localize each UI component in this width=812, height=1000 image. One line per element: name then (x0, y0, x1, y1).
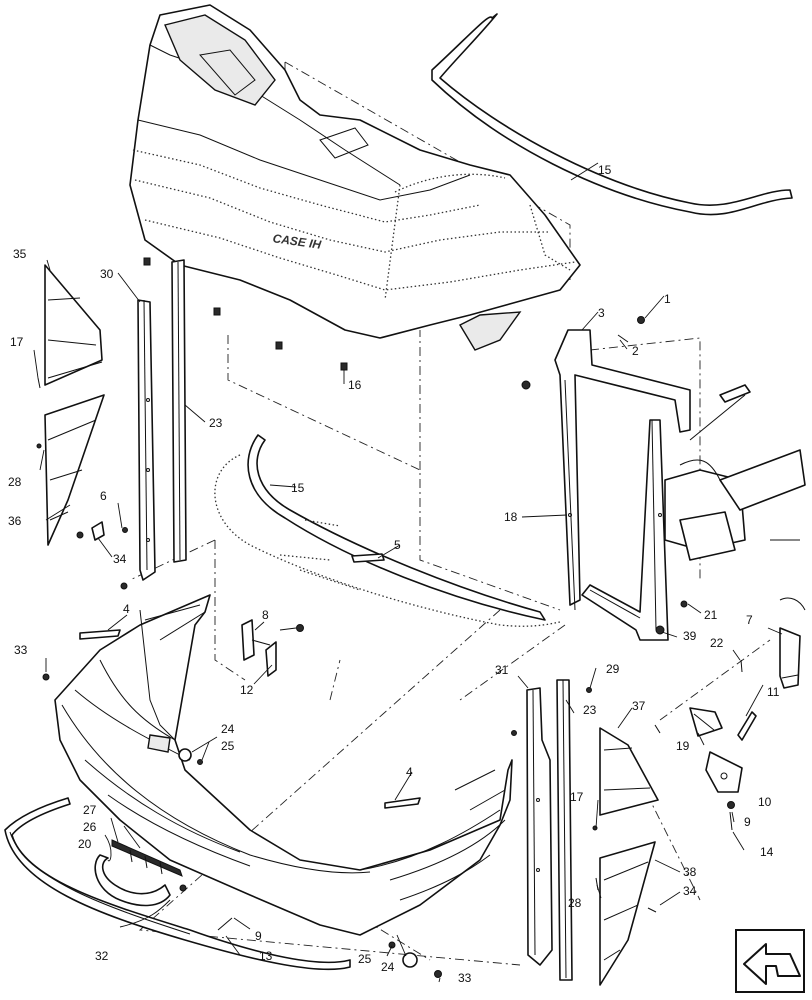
callout-3: 3 (598, 306, 605, 320)
center-trim-strip (214, 434, 561, 627)
left-lower-panel (44, 394, 105, 546)
callout-35: 35 (13, 247, 27, 261)
nav-arrow-button[interactable] (735, 929, 805, 993)
callout-14: 14 (760, 845, 774, 859)
callout-20: 20 (78, 837, 92, 851)
callout-15-center: 15 (291, 481, 305, 495)
callout-7: 7 (746, 613, 753, 627)
callout-23-left: 23 (209, 416, 223, 430)
callout-17-left: 17 (10, 335, 24, 349)
callout-24-bottom: 24 (381, 960, 395, 974)
bumper-strip (111, 839, 187, 892)
callout-6: 6 (100, 489, 107, 503)
callout-33-left: 33 (14, 643, 28, 657)
callout-4-left: 4 (123, 602, 130, 616)
left-bracket (137, 299, 156, 581)
callout-17-right: 17 (570, 790, 584, 804)
right-small-parts (586, 600, 801, 831)
callout-12: 12 (240, 683, 254, 697)
bottom-skid-strip (4, 797, 351, 971)
callout-13: 13 (259, 949, 273, 963)
callout-29: 29 (606, 662, 620, 676)
callout-32: 32 (95, 949, 109, 963)
callout-37: 37 (632, 699, 646, 713)
callout-28-left: 28 (8, 475, 22, 489)
callout-labels: 15 1 2 3 4 4 5 6 7 8 9 9 10 11 12 13 14 … (8, 163, 780, 985)
bottom-fasteners (42, 673, 442, 978)
callout-36: 36 (8, 514, 22, 528)
callout-22: 22 (710, 636, 724, 650)
callout-23-right: 23 (583, 703, 597, 717)
callout-26: 26 (83, 820, 97, 834)
right-seal (556, 679, 573, 981)
right-upper-panel (599, 727, 659, 816)
callout-2: 2 (632, 344, 639, 358)
right-lower-panel (592, 825, 657, 986)
callout-16: 16 (348, 378, 362, 392)
lower-bumper (54, 594, 513, 936)
callout-5: 5 (394, 538, 401, 552)
upper-hood-assembly: CASE IH (129, 4, 581, 351)
brand-logo: CASE IH (272, 231, 322, 252)
right-frame (521, 329, 691, 641)
left-seal (171, 259, 187, 563)
machine-frame (664, 384, 806, 611)
callout-31: 31 (495, 663, 509, 677)
bumper-bracket (94, 854, 171, 907)
callout-15-top: 15 (598, 163, 612, 177)
callout-9-right: 9 (744, 815, 751, 829)
left-small-fasteners (36, 377, 128, 590)
callout-18: 18 (504, 510, 518, 524)
arrow-icon (743, 943, 801, 985)
callout-25-left: 25 (221, 739, 235, 753)
callout-27: 27 (83, 803, 97, 817)
callout-38: 38 (683, 865, 697, 879)
callout-39: 39 (683, 629, 697, 643)
callout-8: 8 (262, 608, 269, 622)
top-trim-strip (431, 13, 793, 216)
callout-11: 11 (767, 685, 780, 699)
hood-fasteners (143, 257, 348, 371)
bracket-assembly (241, 619, 304, 677)
callout-30: 30 (100, 267, 114, 281)
callout-9-bottom: 9 (255, 929, 262, 943)
right-bracket (511, 687, 553, 966)
leader-lines (33, 162, 783, 983)
callout-4-right: 4 (406, 765, 413, 779)
top-right-fasteners (617, 316, 645, 343)
callout-28-right: 28 (568, 896, 582, 910)
callout-24-left: 24 (221, 722, 235, 736)
callout-21: 21 (704, 608, 718, 622)
callout-19: 19 (676, 739, 690, 753)
callout-1: 1 (664, 292, 671, 306)
callout-10: 10 (758, 795, 772, 809)
callout-25-bottom: 25 (358, 952, 372, 966)
callout-34-left: 34 (113, 552, 127, 566)
callout-34-right: 34 (683, 884, 697, 898)
callout-33-bottom: 33 (458, 971, 472, 985)
left-upper-panel (44, 264, 103, 386)
